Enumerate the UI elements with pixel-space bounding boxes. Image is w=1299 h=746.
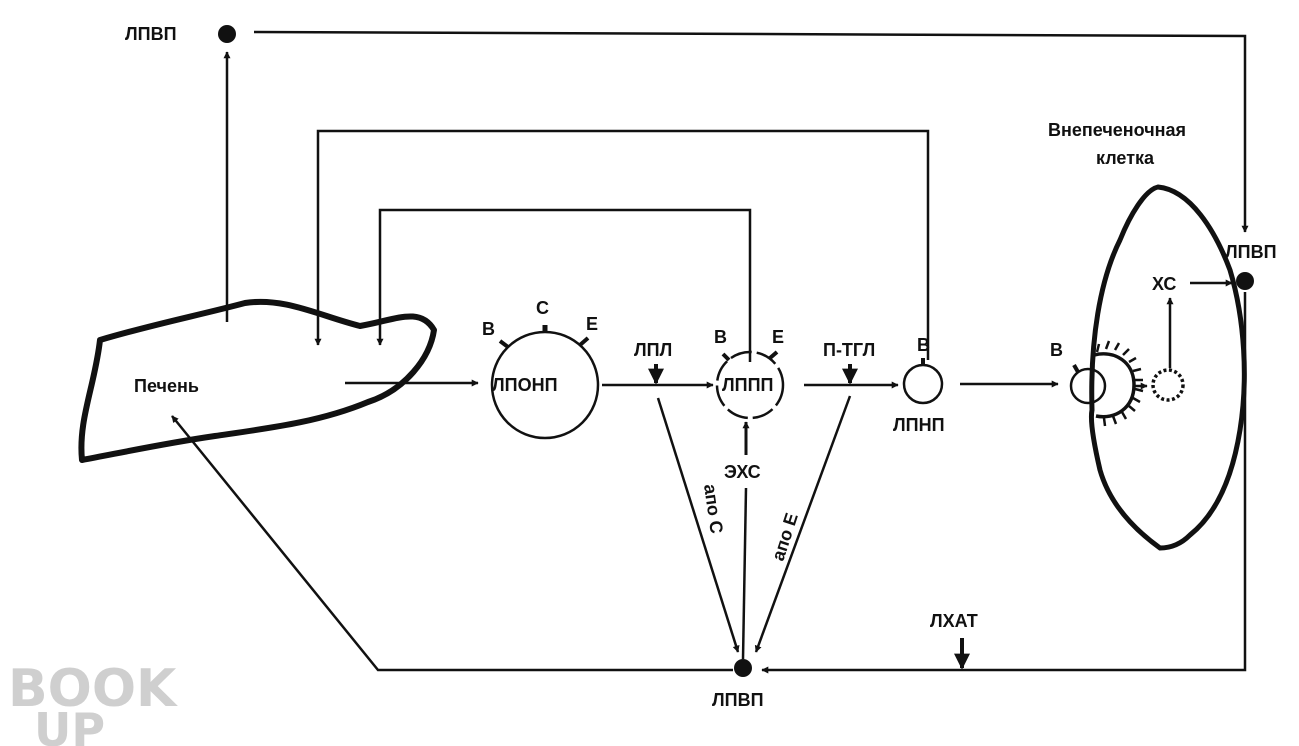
apo-e-label: апо Е [768, 511, 802, 564]
cell-label-line2: клетка [1096, 148, 1155, 168]
htgl-label: П-ТГЛ [823, 340, 875, 360]
hdl-ech-to-idl-line [741, 487, 748, 660]
idl-apo-b-stub [721, 352, 731, 362]
vldl-apo-b-stub [498, 339, 510, 349]
receptor-apo-b-stub [1072, 364, 1080, 373]
vldl-apo-b-label: B [482, 319, 495, 339]
hdl-to-liver-return [171, 415, 733, 672]
extrahepatic-cell-outline [1088, 184, 1247, 551]
idl-apo-e-stub [768, 350, 779, 360]
liver-shape [78, 298, 437, 463]
watermark-line1: BOOK [8, 659, 178, 719]
ldl-apo-b-label: B [917, 335, 930, 355]
liver-label: Печень [134, 376, 199, 396]
ldl-to-liver-return [314, 129, 930, 360]
watermark: BOOK UP [8, 659, 178, 746]
idl-label: ЛППП [722, 375, 773, 395]
hdl-bottom-particle [734, 659, 752, 677]
lpl-label: ЛПЛ [634, 340, 672, 360]
receptor-apo-b-label: B [1050, 340, 1063, 360]
endosome-particle [1151, 368, 1185, 402]
apo-c-label: апо С [700, 483, 727, 535]
hdl-right-label: ЛПВП [1225, 242, 1277, 262]
watermark-line2: UP [34, 703, 105, 746]
idl-particle [715, 350, 785, 420]
ldl-label: ЛПНП [893, 415, 945, 435]
xc-label: ХС [1152, 274, 1176, 294]
hdl-top-to-cell-connector [253, 30, 1249, 233]
vldl-apoc-to-hdl-arrow [656, 397, 740, 653]
receptor-pit [1093, 340, 1144, 427]
hdl-top-label: ЛПВП [125, 24, 177, 44]
cell-to-hdl-bottom-connector [761, 292, 1247, 674]
ldl-apoe-to-hdl-arrow [754, 395, 852, 653]
receptor-bound-ldl [1069, 367, 1107, 405]
lcat-label: ЛХАТ [930, 611, 978, 631]
idl-apo-e-label: E [772, 327, 784, 347]
vldl-apo-e-stub [578, 336, 590, 347]
hdl-right-particle [1236, 272, 1254, 290]
vldl-label: ЛПОНП [492, 375, 558, 395]
cell-label-line1: Внепеченочная [1048, 120, 1186, 140]
hdl-bottom-label: ЛПВП [712, 690, 764, 710]
vldl-apo-c-label: C [536, 298, 549, 318]
idl-to-liver-return [376, 208, 752, 362]
ech-label: ЭХС [724, 462, 761, 482]
idl-apo-b-label: B [714, 327, 727, 347]
hdl-top-particle [218, 25, 236, 43]
vldl-apo-e-label: E [586, 314, 598, 334]
ldl-particle [902, 363, 944, 405]
